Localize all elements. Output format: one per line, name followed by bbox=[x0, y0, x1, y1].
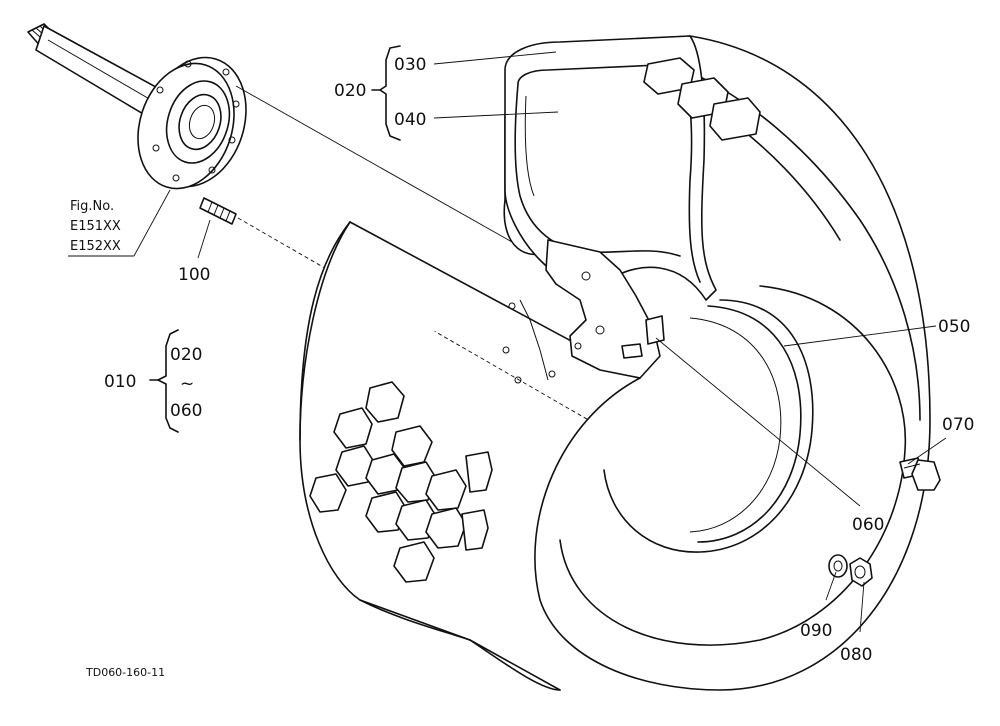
fig-ref-line1: E151XX bbox=[70, 219, 121, 234]
callout-060: 060 bbox=[852, 515, 884, 535]
callout-070: 070 bbox=[942, 415, 974, 435]
drawing-code: TD060-160-11 bbox=[85, 666, 165, 679]
callout-030: 030 bbox=[394, 55, 426, 75]
callout-080: 080 bbox=[840, 645, 872, 665]
callout-090: 090 bbox=[800, 621, 832, 641]
group-010-from: 020 bbox=[170, 345, 202, 365]
axle-shaft-assembly bbox=[27, 23, 247, 190]
rim-center-disc bbox=[502, 239, 661, 384]
group-010-to: 060 bbox=[170, 401, 202, 421]
fig-ref-line2: E152XX bbox=[70, 239, 121, 254]
bracket-010 bbox=[149, 329, 179, 433]
group-010-tilde: ~ bbox=[180, 374, 194, 394]
callout-020: 020 bbox=[334, 81, 366, 101]
callout-040: 040 bbox=[394, 110, 426, 130]
callout-010: 010 bbox=[104, 372, 136, 392]
fig-ref-title: Fig.No. bbox=[70, 199, 114, 214]
bolt-070 bbox=[899, 457, 941, 491]
valve-060 bbox=[621, 315, 665, 359]
bracket-020 bbox=[371, 45, 401, 141]
tire-section-030-040 bbox=[504, 35, 717, 301]
hex-nut-080 bbox=[849, 557, 873, 587]
lock-washer-090 bbox=[828, 554, 848, 578]
tread-blocks-side bbox=[309, 381, 493, 583]
leader-lines bbox=[68, 51, 947, 633]
stud-bolt-100 bbox=[199, 197, 237, 225]
callout-100: 100 bbox=[178, 265, 210, 285]
callout-050: 050 bbox=[938, 317, 970, 337]
tread-blocks-top bbox=[643, 57, 761, 141]
